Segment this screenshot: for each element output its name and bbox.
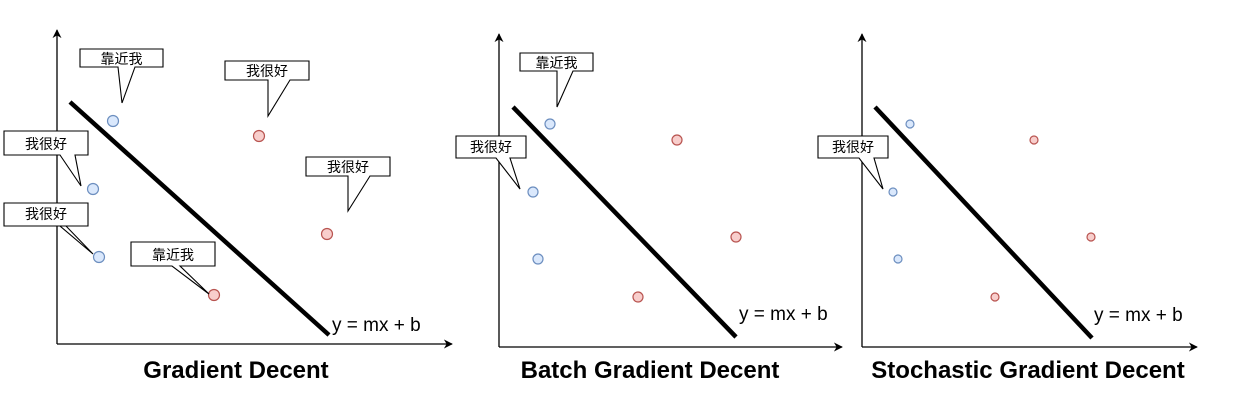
speech-callout: 靠近我 — [79, 48, 164, 104]
callout-text: 我很好 — [25, 207, 67, 223]
data-point-red — [990, 292, 1000, 302]
panel-title: Gradient Decent — [143, 357, 328, 384]
callout-text: 靠近我 — [536, 56, 578, 72]
data-point-blue — [92, 250, 106, 264]
speech-callout: 我很好 — [3, 202, 94, 255]
data-point-red — [632, 291, 644, 303]
speech-callout: 我很好 — [224, 60, 310, 118]
data-point-blue — [893, 254, 903, 264]
callout-text: 我很好 — [832, 140, 874, 156]
panel-gradient-decent: y = mx + b 靠近我 我很好 我很好 我很好 我很好 — [3, 29, 453, 384]
data-point-blue — [888, 187, 898, 197]
data-point-red — [1029, 135, 1039, 145]
data-point-red — [1086, 232, 1096, 242]
panel-title: Stochastic Gradient Decent — [871, 357, 1184, 384]
speech-callout: 我很好 — [455, 135, 527, 190]
callout-text: 靠近我 — [152, 248, 194, 264]
equation-label: y = mx + b — [332, 315, 421, 336]
speech-callout: 我很好 — [3, 130, 89, 187]
regression-line — [873, 105, 1094, 340]
callout-text: 我很好 — [246, 64, 288, 80]
equation-label: y = mx + b — [1094, 305, 1183, 326]
callout-text: 靠近我 — [101, 52, 143, 68]
speech-callout: 靠近我 — [519, 52, 594, 108]
regression-line — [511, 105, 738, 339]
callout-text: 我很好 — [327, 160, 369, 176]
panel-title: Batch Gradient Decent — [521, 357, 780, 384]
data-point-blue — [905, 119, 915, 129]
data-point-blue — [527, 186, 539, 198]
data-point-blue — [544, 118, 556, 130]
callout-text: 我很好 — [470, 140, 512, 156]
data-point-blue — [532, 253, 544, 265]
regression-line — [68, 100, 331, 337]
data-point-red — [252, 129, 266, 143]
data-point-red — [207, 288, 221, 302]
data-point-blue — [106, 114, 120, 128]
callout-text: 我很好 — [25, 137, 67, 153]
panel-batch-gradient-decent: y = mx + b 靠近我 我很好 Batch Gradient Decent — [455, 33, 843, 384]
data-point-red — [320, 227, 334, 241]
data-point-red — [671, 134, 683, 146]
equation-label: y = mx + b — [739, 304, 828, 325]
panel-stochastic-gradient-decent: y = mx + b 我很好 Stochastic Gradient Decen… — [817, 33, 1198, 384]
data-point-blue — [86, 182, 100, 196]
speech-callout: 靠近我 — [130, 241, 216, 295]
speech-callout: 我很好 — [817, 135, 889, 190]
data-point-red — [730, 231, 742, 243]
speech-callout: 我很好 — [305, 156, 391, 213]
